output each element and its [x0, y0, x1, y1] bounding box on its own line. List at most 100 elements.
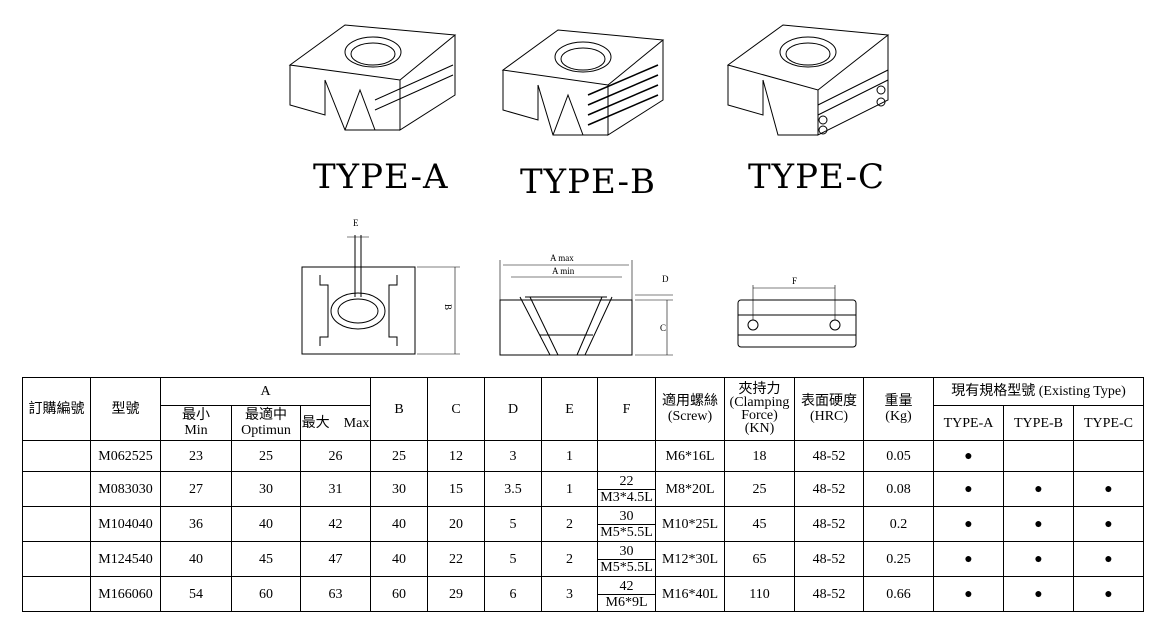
header-a-max: 最大 Max	[300, 405, 371, 441]
cell-amax: 26	[300, 440, 371, 472]
cell-order	[22, 471, 91, 507]
header-c: C	[427, 377, 485, 441]
cell-tb: ●	[1003, 471, 1074, 507]
dim-label-b: B	[443, 303, 454, 311]
cell-hrc: 48-52	[794, 576, 864, 612]
cell-force: 18	[724, 440, 795, 472]
cell-weight: 0.05	[863, 440, 934, 472]
cell-weight: 0.08	[863, 471, 934, 507]
cell-tb: ●	[1003, 541, 1074, 577]
cell-force: 45	[724, 506, 795, 542]
cell-force: 25	[724, 471, 795, 507]
header-type-b: TYPE-B	[1003, 405, 1074, 441]
cell-model: M062525	[90, 440, 161, 472]
cell-weight: 0.2	[863, 506, 934, 542]
cell-force: 65	[724, 541, 795, 577]
cell-f-pitch: 30	[598, 544, 655, 560]
header-f: F	[597, 377, 656, 441]
cell-tc	[1073, 440, 1144, 472]
cell-hrc: 48-52	[794, 541, 864, 577]
type-a-illustration	[288, 24, 457, 131]
cell-tc: ●	[1073, 471, 1144, 507]
cell-amin: 54	[160, 576, 232, 612]
cell-b: 60	[370, 576, 428, 612]
cell-b: 40	[370, 541, 428, 577]
type-b-illustration	[501, 29, 665, 136]
cell-e: 1	[541, 471, 598, 507]
cell-e: 2	[541, 541, 598, 577]
cell-f-screw: M5*5.5L	[600, 559, 653, 575]
header-type-a: TYPE-A	[933, 405, 1004, 441]
cell-c: 29	[427, 576, 485, 612]
cell-ta: ●	[933, 576, 1004, 612]
cell-b: 40	[370, 506, 428, 542]
cell-tc: ●	[1073, 541, 1144, 577]
cell-aopt: 60	[231, 576, 301, 612]
header-e: E	[541, 377, 598, 441]
cell-f-screw: M6*9L	[605, 594, 648, 610]
spec-table: 訂購編號 型號 A B C D E F 適用螺絲 (Screw) 夾持力 (Cl…	[22, 377, 1144, 612]
cell-amax: 31	[300, 471, 371, 507]
cell-model: M124540	[90, 541, 161, 577]
cell-d: 5	[484, 506, 542, 542]
cell-model: M083030	[90, 471, 161, 507]
cell-tc: ●	[1073, 576, 1144, 612]
cell-amin: 27	[160, 471, 232, 507]
dim-label-a-max: A max	[550, 253, 574, 263]
cell-e: 2	[541, 506, 598, 542]
header-weight: 重量 (Kg)	[863, 377, 934, 441]
header-clamping-force: 夾持力 (Clamping Force) (KN)	[724, 377, 795, 441]
cell-f-pitch: 22	[598, 474, 655, 490]
cell-tb: ●	[1003, 506, 1074, 542]
cell-f-screw: M3*4.5L	[600, 489, 653, 505]
cell-screw: M16*40L	[655, 576, 725, 612]
top-view-drawing	[301, 235, 460, 355]
cell-amax: 42	[300, 506, 371, 542]
side-view-drawing	[737, 285, 857, 348]
cell-force: 110	[724, 576, 795, 612]
cell-e: 1	[541, 440, 598, 472]
type-c-label: TYPE-C	[748, 157, 885, 197]
dim-label-a-min: A min	[552, 266, 575, 276]
type-a-label: TYPE-A	[313, 157, 449, 197]
cell-ta: ●	[933, 440, 1004, 472]
cell-ta: ●	[933, 506, 1004, 542]
cell-d: 3	[484, 440, 542, 472]
cell-hrc: 48-52	[794, 471, 864, 507]
cell-weight: 0.66	[863, 576, 934, 612]
cell-c: 22	[427, 541, 485, 577]
header-type-c: TYPE-C	[1073, 405, 1144, 441]
cell-weight: 0.25	[863, 541, 934, 577]
front-view-drawing	[499, 260, 673, 356]
header-existing-type: 現有規格型號 (Existing Type)	[933, 377, 1144, 406]
dim-label-e: E	[353, 218, 359, 228]
header-model: 型號	[90, 377, 161, 441]
dim-label-f: F	[792, 276, 798, 286]
cell-order	[22, 440, 91, 472]
cell-aopt: 40	[231, 506, 301, 542]
header-screw: 適用螺絲 (Screw)	[655, 377, 725, 441]
cell-amax: 47	[300, 541, 371, 577]
cell-f-pitch: 42	[598, 579, 655, 595]
header-a: A	[160, 377, 371, 406]
dim-label-c: C	[660, 323, 667, 333]
cell-amin: 36	[160, 506, 232, 542]
cell-d: 5	[484, 541, 542, 577]
cell-order	[22, 541, 91, 577]
cell-b: 25	[370, 440, 428, 472]
cell-f-pitch: 30	[598, 509, 655, 525]
cell-tb	[1003, 440, 1074, 472]
cell-screw: M8*20L	[655, 471, 725, 507]
header-d: D	[484, 377, 542, 441]
cell-hrc: 48-52	[794, 440, 864, 472]
header-order-no: 訂購編號	[22, 377, 91, 441]
cell-d: 6	[484, 576, 542, 612]
cell-f	[597, 440, 656, 472]
cell-hrc: 48-52	[794, 506, 864, 542]
cell-aopt: 25	[231, 440, 301, 472]
cell-aopt: 45	[231, 541, 301, 577]
